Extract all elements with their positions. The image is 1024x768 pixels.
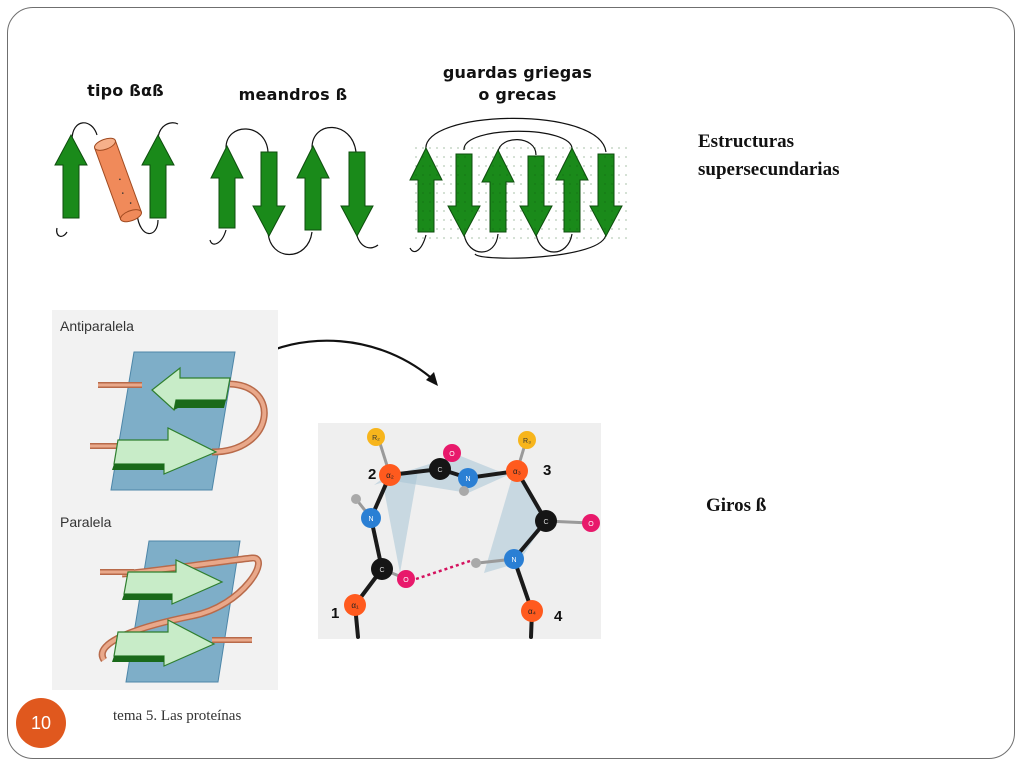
- atom-h-right: [471, 558, 481, 568]
- label-greek-key: guardas griegas o grecas: [430, 62, 605, 106]
- atom-ca1-label: α₁: [351, 601, 359, 610]
- atom-o-right-label: O: [588, 521, 594, 528]
- beta-strand-down: [340, 151, 374, 238]
- beta-strand-up: [296, 144, 330, 231]
- atom-ca3: α₃: [506, 460, 528, 482]
- beta-strand-arrow: [141, 133, 175, 219]
- atom-o-left: O: [397, 570, 415, 588]
- heading-beta-turns: Giros ß: [706, 495, 767, 516]
- label-greek-key-line2: o grecas: [478, 85, 557, 104]
- beta-turn-diagram: R₂ R₃ α₂ C O N α₃ N C O N C O α₁ α₄ 2 3 …: [331, 428, 600, 639]
- label-beta-alpha-beta: tipo ßαß: [87, 81, 164, 100]
- atom-c-left: C: [371, 558, 393, 580]
- footer-text: tema 5. Las proteínas: [113, 708, 242, 724]
- atom-n-right: N: [504, 549, 524, 569]
- atom-r2: R₂: [367, 428, 385, 446]
- beta-strand-up: [555, 146, 589, 233]
- atom-o-right: O: [582, 514, 600, 532]
- antiparallel-sheet: [90, 351, 268, 491]
- atom-c-top: C: [429, 458, 451, 480]
- parallel-sheet: [98, 540, 262, 683]
- atom-r3-label: R₃: [523, 438, 531, 445]
- atom-h-left: [351, 494, 361, 504]
- atom-ca1: α₁: [344, 594, 366, 616]
- beta-strand-down: [447, 153, 481, 238]
- atom-o-top: O: [443, 444, 461, 462]
- atom-n-right-label: N: [511, 557, 516, 564]
- atom-c-top-label: C: [437, 467, 442, 474]
- atom-c-right: C: [535, 510, 557, 532]
- atom-ca2: α₂: [379, 464, 401, 486]
- strand-arrow-left: [151, 366, 231, 412]
- alpha-helix-cylinder: [94, 137, 142, 223]
- atom-r2-label: R₂: [372, 435, 380, 442]
- atom-c-left-label: C: [379, 567, 384, 574]
- heading-supersecondary-line1: Estructuras: [698, 131, 795, 152]
- position-1: 1: [331, 605, 339, 622]
- atom-n-top: N: [458, 468, 478, 488]
- greek-key-motif: [409, 117, 630, 259]
- atom-n-left-label: N: [368, 516, 373, 523]
- label-greek-key-line1: guardas griegas: [442, 63, 593, 82]
- position-4: 4: [554, 608, 563, 625]
- atom-c-right-label: C: [543, 519, 548, 526]
- slide-number-badge: 10: [16, 698, 66, 748]
- beta-strand-up: [481, 148, 515, 233]
- atom-ca4: α₄: [521, 600, 543, 622]
- atom-o-top-label: O: [449, 451, 455, 458]
- beta-alpha-beta-motif: [54, 122, 179, 237]
- beta-meander-motif: [209, 126, 379, 256]
- atom-ca3-label: α₃: [513, 467, 521, 476]
- atom-ca2-label: α₂: [386, 471, 394, 480]
- label-beta-meander: meandros ß: [238, 85, 348, 104]
- beta-strand-down: [519, 155, 553, 238]
- position-2: 2: [368, 466, 376, 483]
- atom-n-top-label: N: [465, 476, 470, 483]
- atom-o-left-label: O: [403, 577, 409, 584]
- heading-supersecondary: Estructuras supersecundarias: [698, 128, 839, 184]
- antiparallel-label: Antiparalela: [60, 318, 134, 334]
- atom-h-top: [459, 486, 469, 496]
- beta-strand-arrow: [54, 133, 88, 219]
- heading-supersecondary-line2: supersecundarias: [698, 159, 840, 180]
- beta-strand-down: [589, 153, 623, 238]
- atom-ca4-label: α₄: [528, 607, 536, 616]
- sheet-diagrams: [90, 351, 268, 683]
- beta-strand-down: [252, 151, 286, 238]
- atom-n-left: N: [361, 508, 381, 528]
- parallel-label: Paralela: [60, 514, 112, 530]
- beta-strand-up: [409, 146, 443, 233]
- beta-strand-up: [210, 144, 244, 229]
- atom-r3: R₃: [518, 431, 536, 449]
- position-3: 3: [543, 462, 551, 479]
